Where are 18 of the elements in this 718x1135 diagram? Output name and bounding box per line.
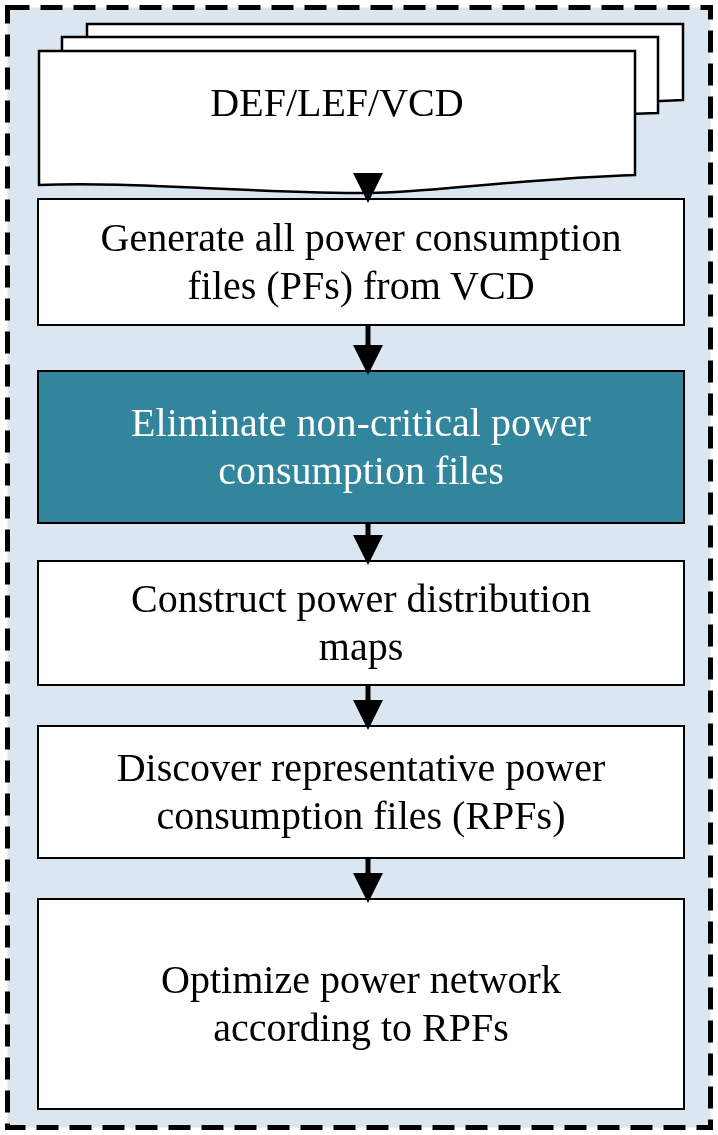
highlighted-process-box (37, 370, 685, 524)
step-text: Construct power distribution maps (130, 575, 592, 671)
step-text: DEF/LEF/VCD (209, 79, 465, 127)
arrow (353, 686, 383, 730)
arrow (353, 326, 383, 375)
arrow (353, 859, 383, 903)
step-text: Generate all power consumption files (PFs) from VCD (99, 214, 623, 310)
process-box (37, 198, 685, 326)
arrow (353, 173, 383, 203)
arrow (353, 524, 383, 565)
step-text: Discover representative power consumption files (RPFs) (115, 744, 607, 840)
process-box (37, 725, 685, 859)
process-box (37, 898, 685, 1110)
dashed-group-frame (5, 5, 713, 1130)
process-box (37, 560, 685, 686)
multi-document-shape (37, 21, 685, 195)
step-text: Optimize power network according to RPFs (160, 956, 562, 1052)
step-text: Eliminate non-critical power consumption files (130, 399, 592, 495)
